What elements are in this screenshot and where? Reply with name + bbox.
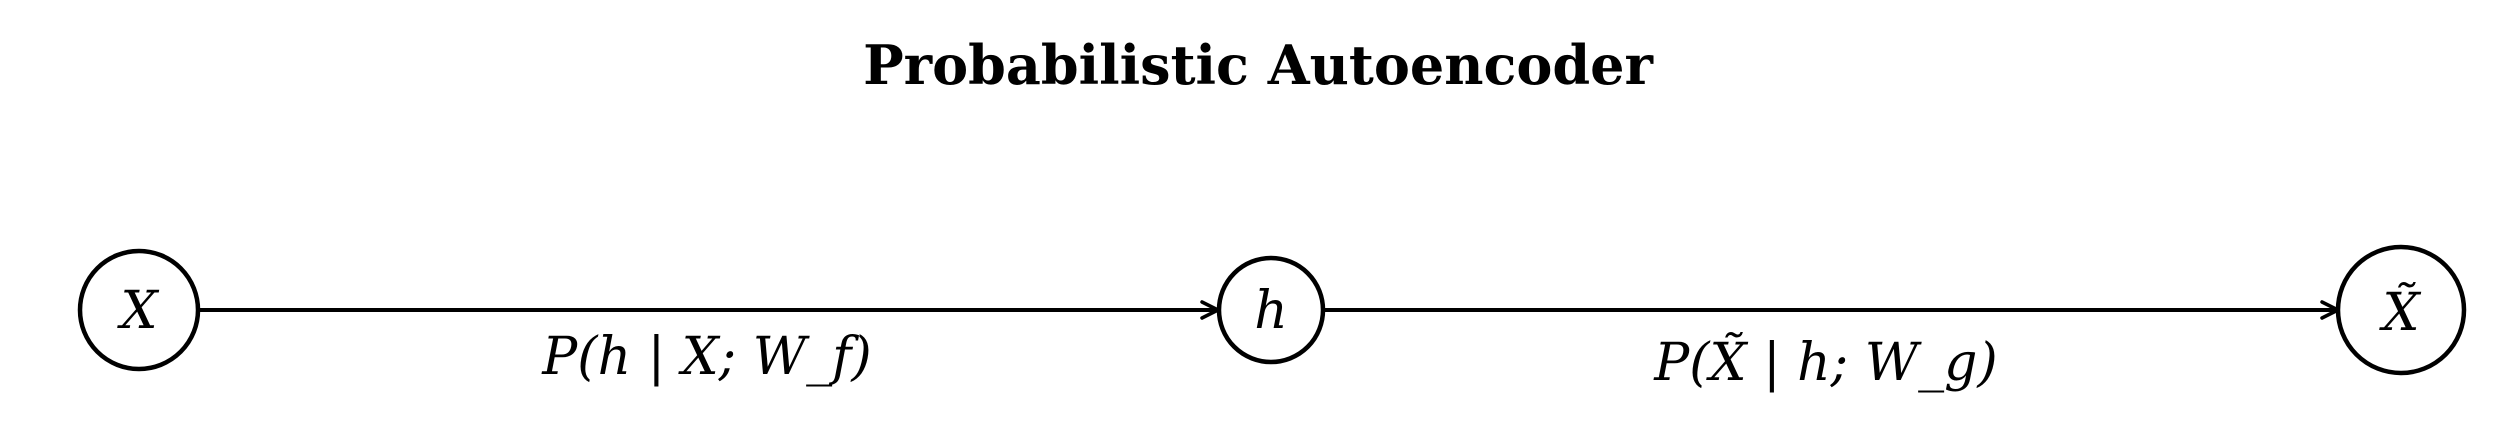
node-h: h (1216, 255, 1326, 365)
node-h-circle (1216, 255, 1326, 365)
diagram-title: Probabilistic Autoencoder (863, 33, 1653, 97)
edge-x-to-h-label: P(h | X; W_f) (541, 327, 871, 387)
node-h-label: h (1254, 281, 1288, 341)
node-x-circle (77, 248, 201, 372)
edge-h-to-x-tilde-label: P(X̃ | h; W_g) (1653, 332, 1997, 393)
node-x: X (77, 248, 201, 372)
node-x-label: X (116, 281, 159, 341)
node-x-tilde-label: X̃ (2378, 282, 2421, 343)
node-x-tilde-circle (2335, 244, 2467, 376)
node-x-tilde: X̃ (2335, 244, 2467, 376)
